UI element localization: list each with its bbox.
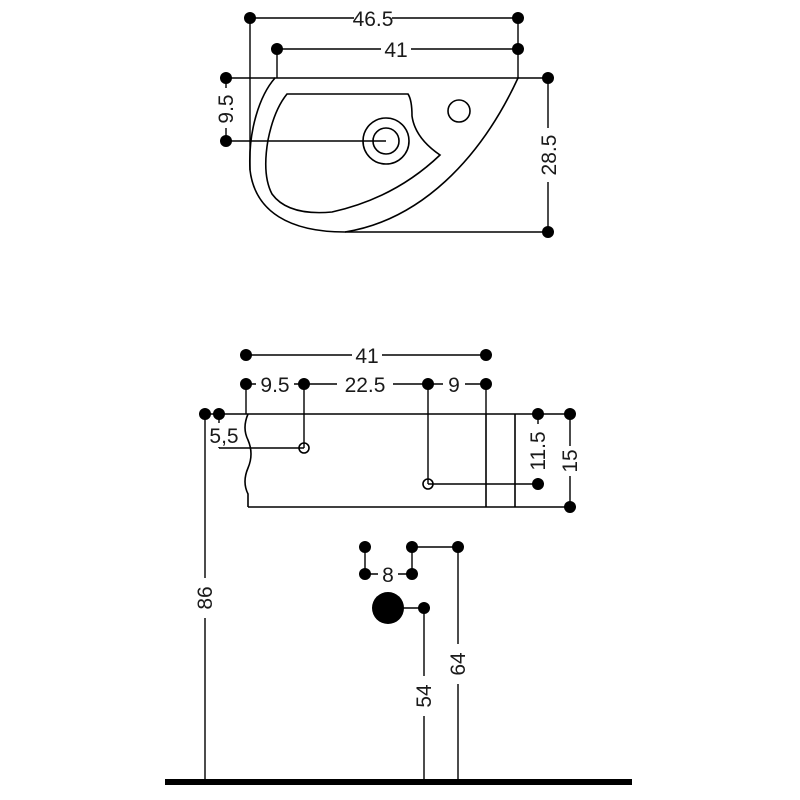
installation: 86 8 54 64 — [165, 414, 632, 785]
front-view: 41 9.5 22.5 9 5,5 — [199, 342, 582, 513]
dim-basin-height-label: 15 — [559, 449, 582, 472]
dim-tap-offset: 9.5 — [213, 72, 386, 147]
dim-supply-height: 64 — [412, 541, 470, 782]
dim-left-edge: 5,5 — [199, 408, 304, 449]
tap-hole-top — [447, 99, 471, 123]
dim-left-edge-label: 5,5 — [209, 425, 238, 448]
dim-overall-width-label: 46.5 — [353, 8, 394, 31]
dim-inner-width-label: 41 — [384, 39, 407, 62]
dim-front-width-label: 41 — [355, 345, 378, 368]
dim-inner-width: 41 — [271, 36, 524, 78]
dim-basin-height: 15 — [515, 408, 582, 513]
dim-front-width: 41 — [240, 342, 492, 368]
dim-overall-width: 46.5 — [244, 5, 524, 170]
dim-top-height: 86 — [193, 414, 217, 782]
dim-left-offset-label: 9.5 — [260, 374, 289, 397]
dim-tap-spacing-label: 22.5 — [345, 374, 386, 397]
dim-supply-height-label: 64 — [447, 652, 470, 676]
dim-waste-height: 54 — [388, 602, 436, 782]
top-view: 46.5 41 9.5 28. — [213, 5, 561, 238]
dim-depth-label: 28.5 — [538, 135, 561, 176]
dim-tap-offset-label: 9.5 — [215, 94, 238, 123]
dim-right-offset-label: 9 — [448, 374, 460, 397]
dim-drain-height-label: 11.5 — [527, 431, 550, 470]
basin-bowl-top — [264, 93, 442, 214]
dim-waste-diameter: 8 — [359, 541, 418, 587]
dim-drain-height: 11.5 — [428, 408, 570, 490]
dim-waste-height-label: 54 — [413, 684, 436, 708]
dim-top-height-label: 86 — [194, 586, 217, 609]
dim-front-chain: 9.5 22.5 9 — [240, 372, 492, 484]
wall-break-line — [244, 413, 252, 507]
basin-outline-top — [249, 77, 520, 233]
dim-waste-diameter-label: 8 — [382, 564, 394, 587]
dim-depth: 28.5 — [345, 72, 561, 238]
